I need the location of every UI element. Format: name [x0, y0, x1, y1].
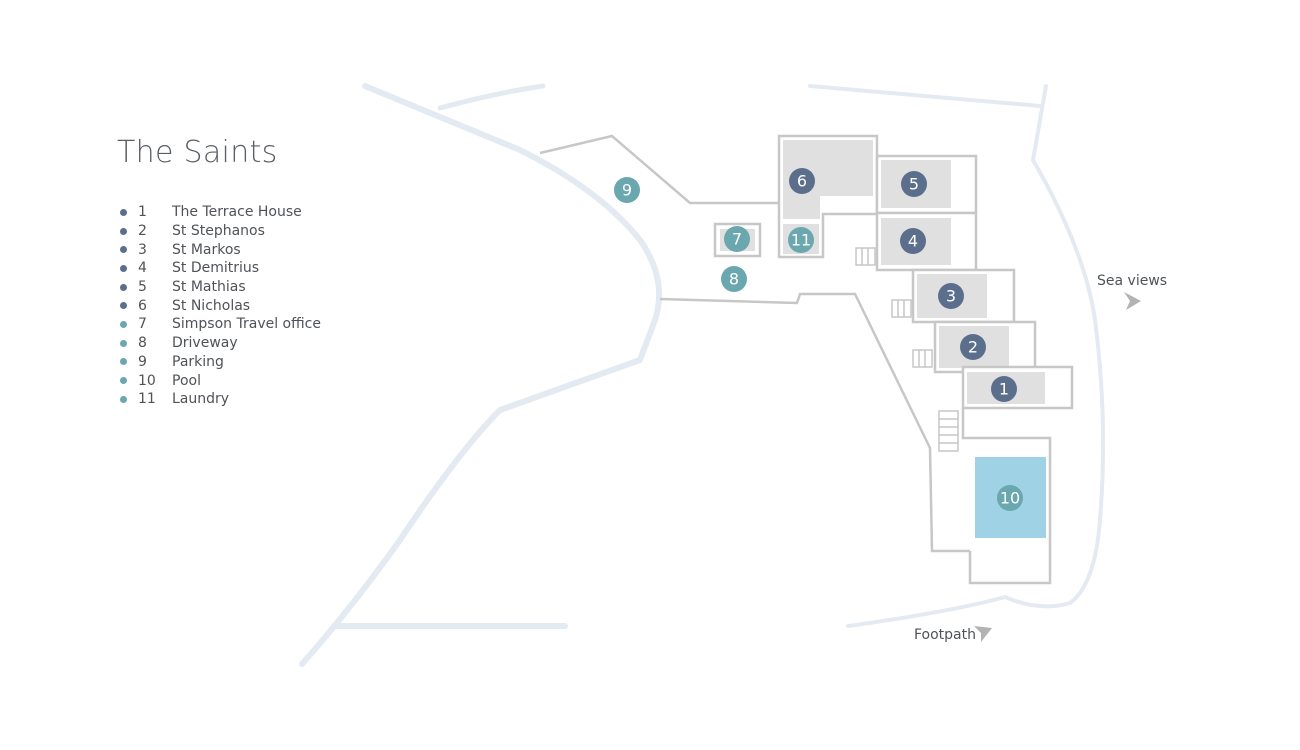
legend-number: 3 — [138, 241, 147, 258]
coastal-road — [808, 84, 1042, 108]
marker-11[interactable]: 11 — [788, 227, 814, 253]
steps-stephanos — [912, 349, 933, 368]
marker-number: 7 — [732, 230, 742, 249]
legend-number: 9 — [138, 353, 147, 370]
marker-number: 3 — [946, 287, 956, 306]
marker-number: 1 — [999, 380, 1009, 399]
villa-dot-icon — [120, 283, 127, 291]
legend-label: Pool — [172, 372, 201, 389]
legend-item-2[interactable]: 2 St Stephanos — [120, 222, 321, 241]
facility-dot-icon — [120, 358, 127, 366]
legend-label: Parking — [172, 353, 224, 370]
marker-number: 6 — [797, 172, 807, 191]
legend-item-8[interactable]: 8 Driveway — [120, 334, 321, 353]
st-nicholas-room — [783, 140, 873, 219]
legend-item-11[interactable]: 11 Laundry — [120, 390, 321, 409]
sea-views-label: Sea views — [1097, 273, 1167, 289]
marker-number: 9 — [622, 181, 632, 200]
legend-label: St Nicholas — [172, 297, 251, 314]
legend-label: St Mathias — [172, 279, 246, 296]
marker-number: 10 — [1000, 489, 1020, 508]
legend-item-9[interactable]: 9 Parking — [120, 353, 321, 372]
marker-number: 5 — [909, 175, 919, 194]
legend-number: 8 — [138, 335, 147, 352]
site-boundary — [539, 134, 970, 553]
legend-number: 7 — [138, 316, 147, 333]
facility-dot-icon — [120, 339, 127, 347]
legend-item-7[interactable]: 7 Simpson Travel office — [120, 315, 321, 334]
sea-views-arrow-icon — [1124, 292, 1141, 310]
legend-number: 4 — [138, 260, 147, 277]
steps-markos — [891, 299, 912, 318]
footpath-label: Footpath — [914, 627, 976, 643]
facility-dot-icon — [120, 320, 127, 328]
facility-dot-icon — [120, 377, 127, 385]
villa-dot-icon — [120, 302, 127, 310]
marker-8[interactable]: 8 — [721, 266, 747, 292]
legend-item-10[interactable]: 10 Pool — [120, 371, 321, 390]
legend-label: The Terrace House — [172, 204, 302, 221]
marker-6[interactable]: 6 — [789, 168, 815, 194]
legend-item-6[interactable]: 6 St Nicholas — [120, 296, 321, 315]
marker-4[interactable]: 4 — [900, 228, 926, 254]
legend-label: St Demitrius — [172, 260, 260, 277]
villa-dot-icon — [120, 264, 127, 272]
legend-label: Driveway — [172, 335, 238, 352]
footpath-arrow-icon — [974, 626, 992, 642]
marker-number: 8 — [729, 270, 739, 289]
villa-dot-icon — [120, 208, 127, 216]
marker-number: 4 — [908, 232, 918, 251]
legend-number: 2 — [138, 223, 147, 240]
legend-item-4[interactable]: 4 St Demitrius — [120, 259, 321, 278]
legend-number: 11 — [138, 391, 156, 408]
roads — [299, 83, 1106, 667]
map-legend: 1 The Terrace House 2 St Stephanos 3 St Mar… — [120, 203, 321, 409]
upper-branch-road — [437, 83, 546, 111]
page-title: The Saints — [117, 135, 278, 170]
steps-demitrius — [855, 247, 876, 266]
legend-item-3[interactable]: 3 St Markos — [120, 240, 321, 259]
legend-number: 1 — [138, 204, 147, 221]
legend-item-1[interactable]: 1 The Terrace House — [120, 203, 321, 222]
legend-label: St Stephanos — [172, 223, 265, 240]
marker-number: 2 — [968, 338, 978, 357]
marker-10[interactable]: 10 — [997, 485, 1023, 511]
legend-label: Laundry — [172, 391, 230, 408]
marker-3[interactable]: 3 — [938, 283, 964, 309]
marker-1[interactable]: 1 — [991, 376, 1017, 402]
steps-terrace — [938, 410, 959, 452]
legend-label: St Markos — [172, 241, 241, 258]
main-road — [299, 83, 663, 667]
villa-dot-icon — [120, 227, 127, 235]
legend-number: 10 — [138, 372, 156, 389]
markers: 1 2 3 4 5 6 7 8 9 10 11 — [614, 168, 1023, 511]
marker-9[interactable]: 9 — [614, 177, 640, 203]
marker-2[interactable]: 2 — [960, 334, 986, 360]
legend-number: 5 — [138, 279, 147, 296]
villa-dot-icon — [120, 246, 127, 254]
facility-dot-icon — [120, 395, 127, 403]
steps — [855, 247, 959, 452]
legend-number: 6 — [138, 297, 147, 314]
marker-5[interactable]: 5 — [901, 171, 927, 197]
legend-item-5[interactable]: 5 St Mathias — [120, 278, 321, 297]
coastal-path — [846, 84, 1106, 628]
marker-number: 11 — [791, 231, 811, 250]
marker-7[interactable]: 7 — [724, 226, 750, 252]
legend-label: Simpson Travel office — [172, 316, 321, 333]
